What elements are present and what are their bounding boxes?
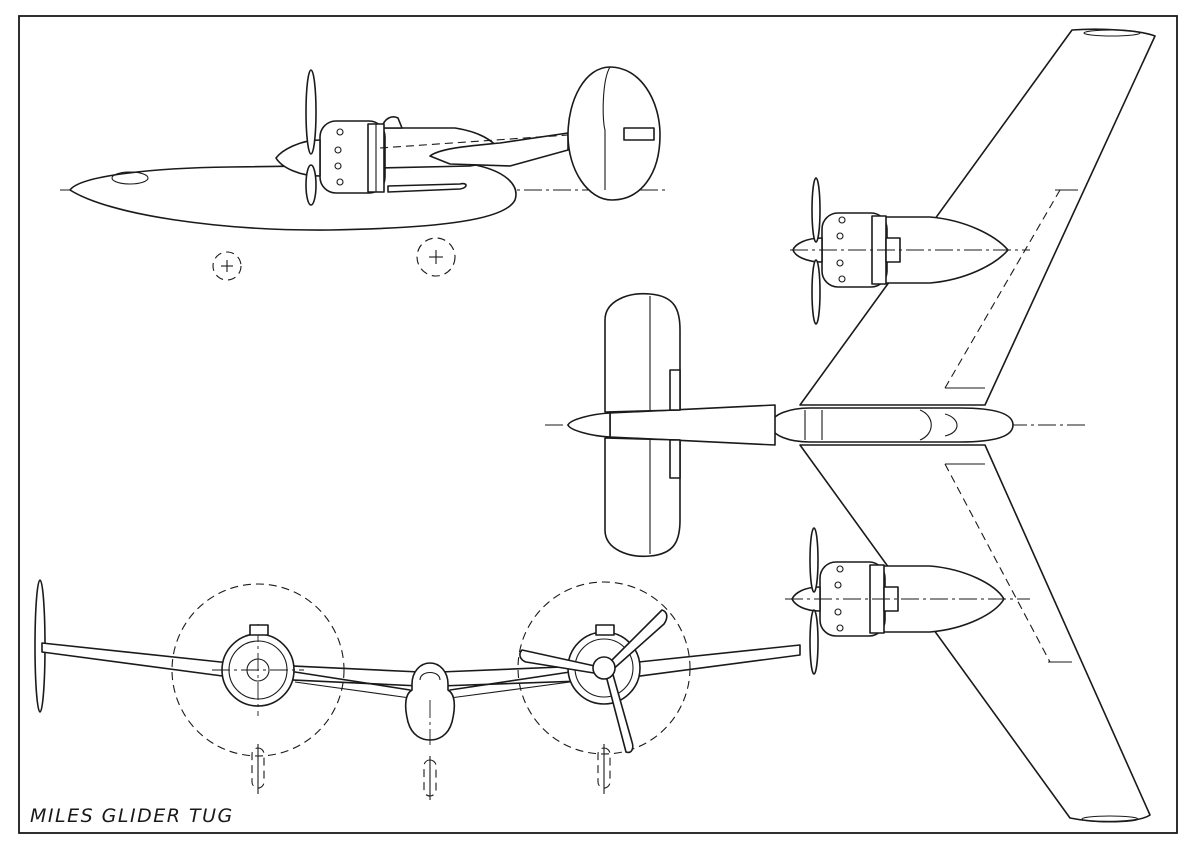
side-propeller-lower <box>305 164 317 206</box>
drawing-title: MILES GLIDER TUG <box>30 805 234 827</box>
side-fin <box>567 66 661 201</box>
side-hull <box>69 163 517 231</box>
plan-view <box>545 28 1156 823</box>
side-wheel-rear <box>416 237 456 277</box>
drawing-border <box>18 15 1178 834</box>
side-propeller-upper <box>305 69 317 155</box>
plan-fuselage-pod <box>769 407 1014 443</box>
front-view <box>34 579 801 800</box>
plan-tailplane-upper <box>604 292 681 413</box>
front-propeller-right <box>603 609 668 673</box>
side-view <box>60 66 665 281</box>
side-tail-boom <box>429 132 569 167</box>
side-wheel-main <box>212 251 242 281</box>
plan-wing-lower <box>799 444 1151 823</box>
plan-tailplane-lower <box>604 437 681 558</box>
